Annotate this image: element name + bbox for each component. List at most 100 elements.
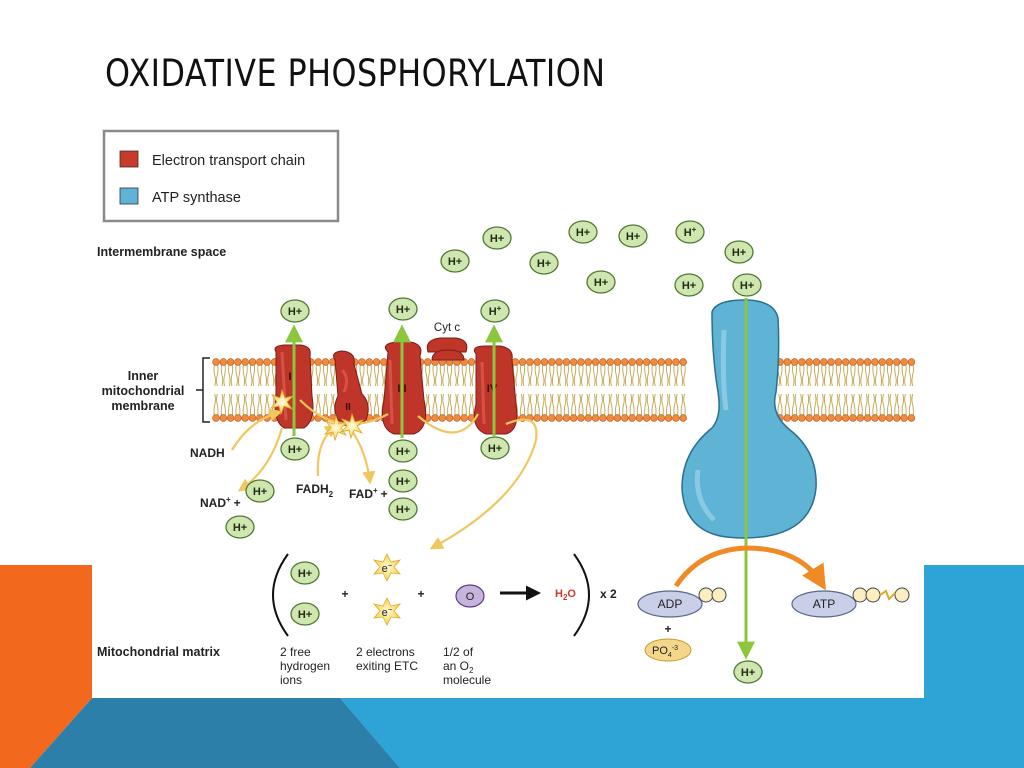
proton-h-plus: H+ <box>225 515 255 539</box>
orange-corner-shape <box>0 565 92 768</box>
lipid-head <box>679 414 687 422</box>
electron-star-icon <box>372 597 402 626</box>
lipid-tail <box>323 393 328 419</box>
lipid-tail <box>857 393 863 419</box>
caption-hydrogen-1: 2 free <box>280 645 311 659</box>
proton-h-plus: H+ <box>388 497 418 521</box>
intermembrane-space-label: Intermembrane space <box>97 245 226 259</box>
right-parenthesis <box>573 553 590 637</box>
complex-i-to-nad-arrow <box>237 427 284 492</box>
lipid-tail <box>432 361 438 387</box>
lipid-tail <box>651 393 657 419</box>
lipid-head <box>812 358 821 366</box>
lipid-tail <box>821 361 827 387</box>
lipid-head <box>548 414 556 422</box>
lipid-head <box>212 358 220 366</box>
water-symbol: H2O <box>555 588 576 602</box>
lipid-tail <box>578 393 584 419</box>
lipid-head <box>900 414 908 422</box>
lipid-head <box>871 414 879 422</box>
lipid-tail <box>374 361 380 387</box>
lipid-tail <box>857 361 863 387</box>
lipid-tail <box>821 393 827 419</box>
proton-pump-arrows <box>285 298 755 660</box>
atp-group: ATP <box>791 587 910 618</box>
proton-label: H+ <box>489 304 502 318</box>
lipid-head <box>438 414 446 422</box>
lipid-tail <box>235 393 241 419</box>
electrons-iii-to-iv-arrow <box>417 413 479 434</box>
proton-label: H+ <box>298 568 312 580</box>
lipid-tail <box>454 393 460 419</box>
lipid-tail <box>447 361 453 387</box>
complex-iv-label: IV <box>487 383 498 395</box>
lipid-head <box>900 358 908 366</box>
lipid-tail <box>629 393 635 419</box>
lipid-tail <box>250 393 255 419</box>
plus-sign: + <box>341 587 348 601</box>
lipid-tail <box>828 361 834 387</box>
lipid-head <box>606 358 614 366</box>
proton-h-plus: H+ <box>482 226 512 250</box>
lipid-head <box>849 358 857 366</box>
adp-phosphate-icon <box>698 587 714 603</box>
lipid-tail <box>666 393 672 419</box>
lipid-tail <box>534 393 540 419</box>
proton-h-plus: H+ <box>674 273 704 297</box>
proton-label: H+ <box>288 444 302 456</box>
proton-h-plus: H+ <box>280 437 310 461</box>
lipid-head <box>790 414 799 422</box>
inner-membrane-label-1: Inner <box>128 369 159 383</box>
proton-h-plus: H+ <box>732 273 762 297</box>
proton-label: H+ <box>490 233 504 245</box>
lipid-head <box>248 414 257 422</box>
atp-phosphate-icon <box>894 587 910 603</box>
lipid-tail <box>828 393 834 419</box>
proton-label: H+ <box>288 306 302 318</box>
phosphate-plus-sign: + <box>664 622 671 636</box>
lipid-tail <box>593 393 599 419</box>
nad-label: NAD++ <box>200 495 241 510</box>
lipid-tail <box>563 361 569 387</box>
lipid-tail <box>777 393 783 419</box>
complex-ii: II <box>333 350 369 427</box>
electron-star-icon <box>372 553 402 582</box>
nadh-label: NADH <box>190 446 225 460</box>
slide-title: OXIDATIVE PHOSPHORYLATION <box>105 52 606 95</box>
proton-h-plus: H+ <box>280 299 310 323</box>
lipid-tail <box>250 361 255 387</box>
caption-oxygen-3: molecule <box>443 673 491 687</box>
proton-label: H+ <box>396 446 410 458</box>
lipid-tail <box>615 361 620 387</box>
electron-symbol: e− <box>382 605 393 619</box>
lipid-head <box>798 358 806 366</box>
lipid-head <box>591 358 600 366</box>
lipid-head <box>577 414 585 422</box>
lipid-head <box>893 358 901 366</box>
lipid-tail <box>607 393 613 419</box>
lipid-head <box>790 358 799 366</box>
lipid-head <box>798 414 806 422</box>
lipid-tail <box>666 361 672 387</box>
lipid-tail <box>520 361 526 387</box>
lipid-tail <box>571 361 577 387</box>
lipid-head <box>664 414 673 422</box>
lipid-head <box>893 414 901 422</box>
proton-h-plus: H+ <box>388 297 418 321</box>
lipid-tail <box>814 361 819 387</box>
lipid-head <box>907 414 916 422</box>
lipid-tail <box>454 361 460 387</box>
lipid-tail <box>622 361 628 387</box>
lipid-head <box>511 358 519 366</box>
lipid-tail <box>213 393 219 419</box>
lipid-head <box>219 358 228 366</box>
lipid-tail <box>629 361 635 387</box>
lipid-tail <box>792 393 798 419</box>
lipid-tail <box>556 393 562 419</box>
caption-oxygen-1: 1/2 of <box>443 645 474 659</box>
lipid-head <box>533 358 541 366</box>
lipid-tail <box>461 393 467 419</box>
phosphate-label: PO4-3 <box>652 645 678 659</box>
lipid-tail <box>799 361 805 387</box>
adp-label: ADP <box>658 597 683 611</box>
